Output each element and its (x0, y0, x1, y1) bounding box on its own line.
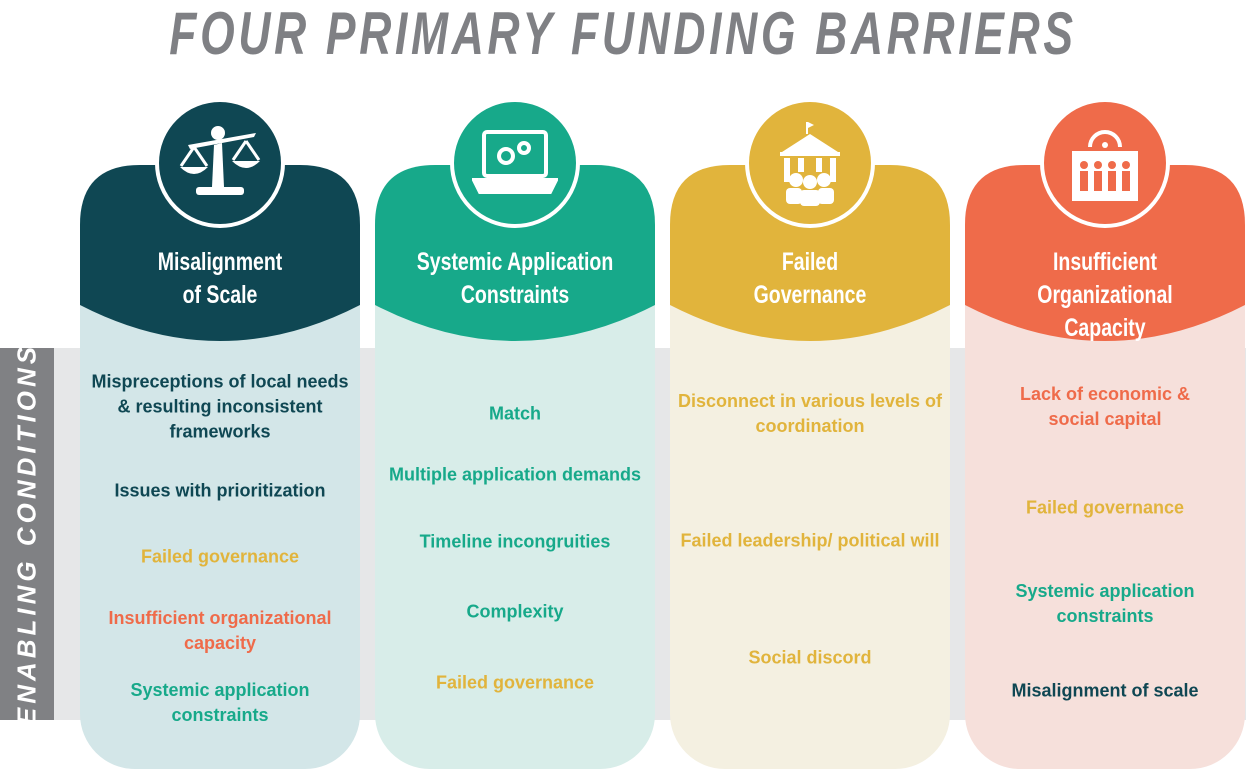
condition-item: Misalignment of scale (1011, 680, 1199, 701)
column-shape (80, 165, 360, 769)
condition-item: Disconnect in various levels of coordina… (677, 391, 943, 436)
column-shape (670, 165, 950, 769)
condition-item: Systemic application constraints (130, 680, 310, 725)
condition-item: Multiple application demands (388, 464, 642, 485)
condition-item: Failed governance (1025, 497, 1185, 518)
condition-item: Mispreceptions of local needs & resultin… (91, 371, 349, 442)
gauge-people-icon (1040, 98, 1170, 228)
column-shape (375, 165, 655, 769)
condition-item: Lack of economic & social capital (1019, 384, 1191, 429)
column-shape (965, 165, 1245, 769)
condition-item: Failed governance (140, 546, 300, 567)
scale-icon (155, 98, 285, 228)
page-title: FOUR PRIMARY FUNDING BARRIERS (169, 0, 1077, 67)
laptop-gears-icon (450, 98, 580, 228)
government-building-people-icon (745, 98, 875, 228)
condition-item: Timeline incongruities (419, 531, 611, 552)
condition-item: Failed governance (435, 672, 595, 693)
condition-item: Social discord (748, 647, 872, 668)
condition-item: Insufficient organizational capacity (108, 608, 332, 653)
condition-item: Failed leadership/ political will (680, 530, 940, 551)
condition-item: Issues with prioritization (114, 480, 326, 501)
enabling-conditions-label: ENABLING CONDITIONS (0, 343, 54, 725)
condition-item: Systemic application constraints (1015, 581, 1195, 626)
condition-item: Match (488, 403, 541, 424)
condition-item: Complexity (466, 601, 564, 622)
